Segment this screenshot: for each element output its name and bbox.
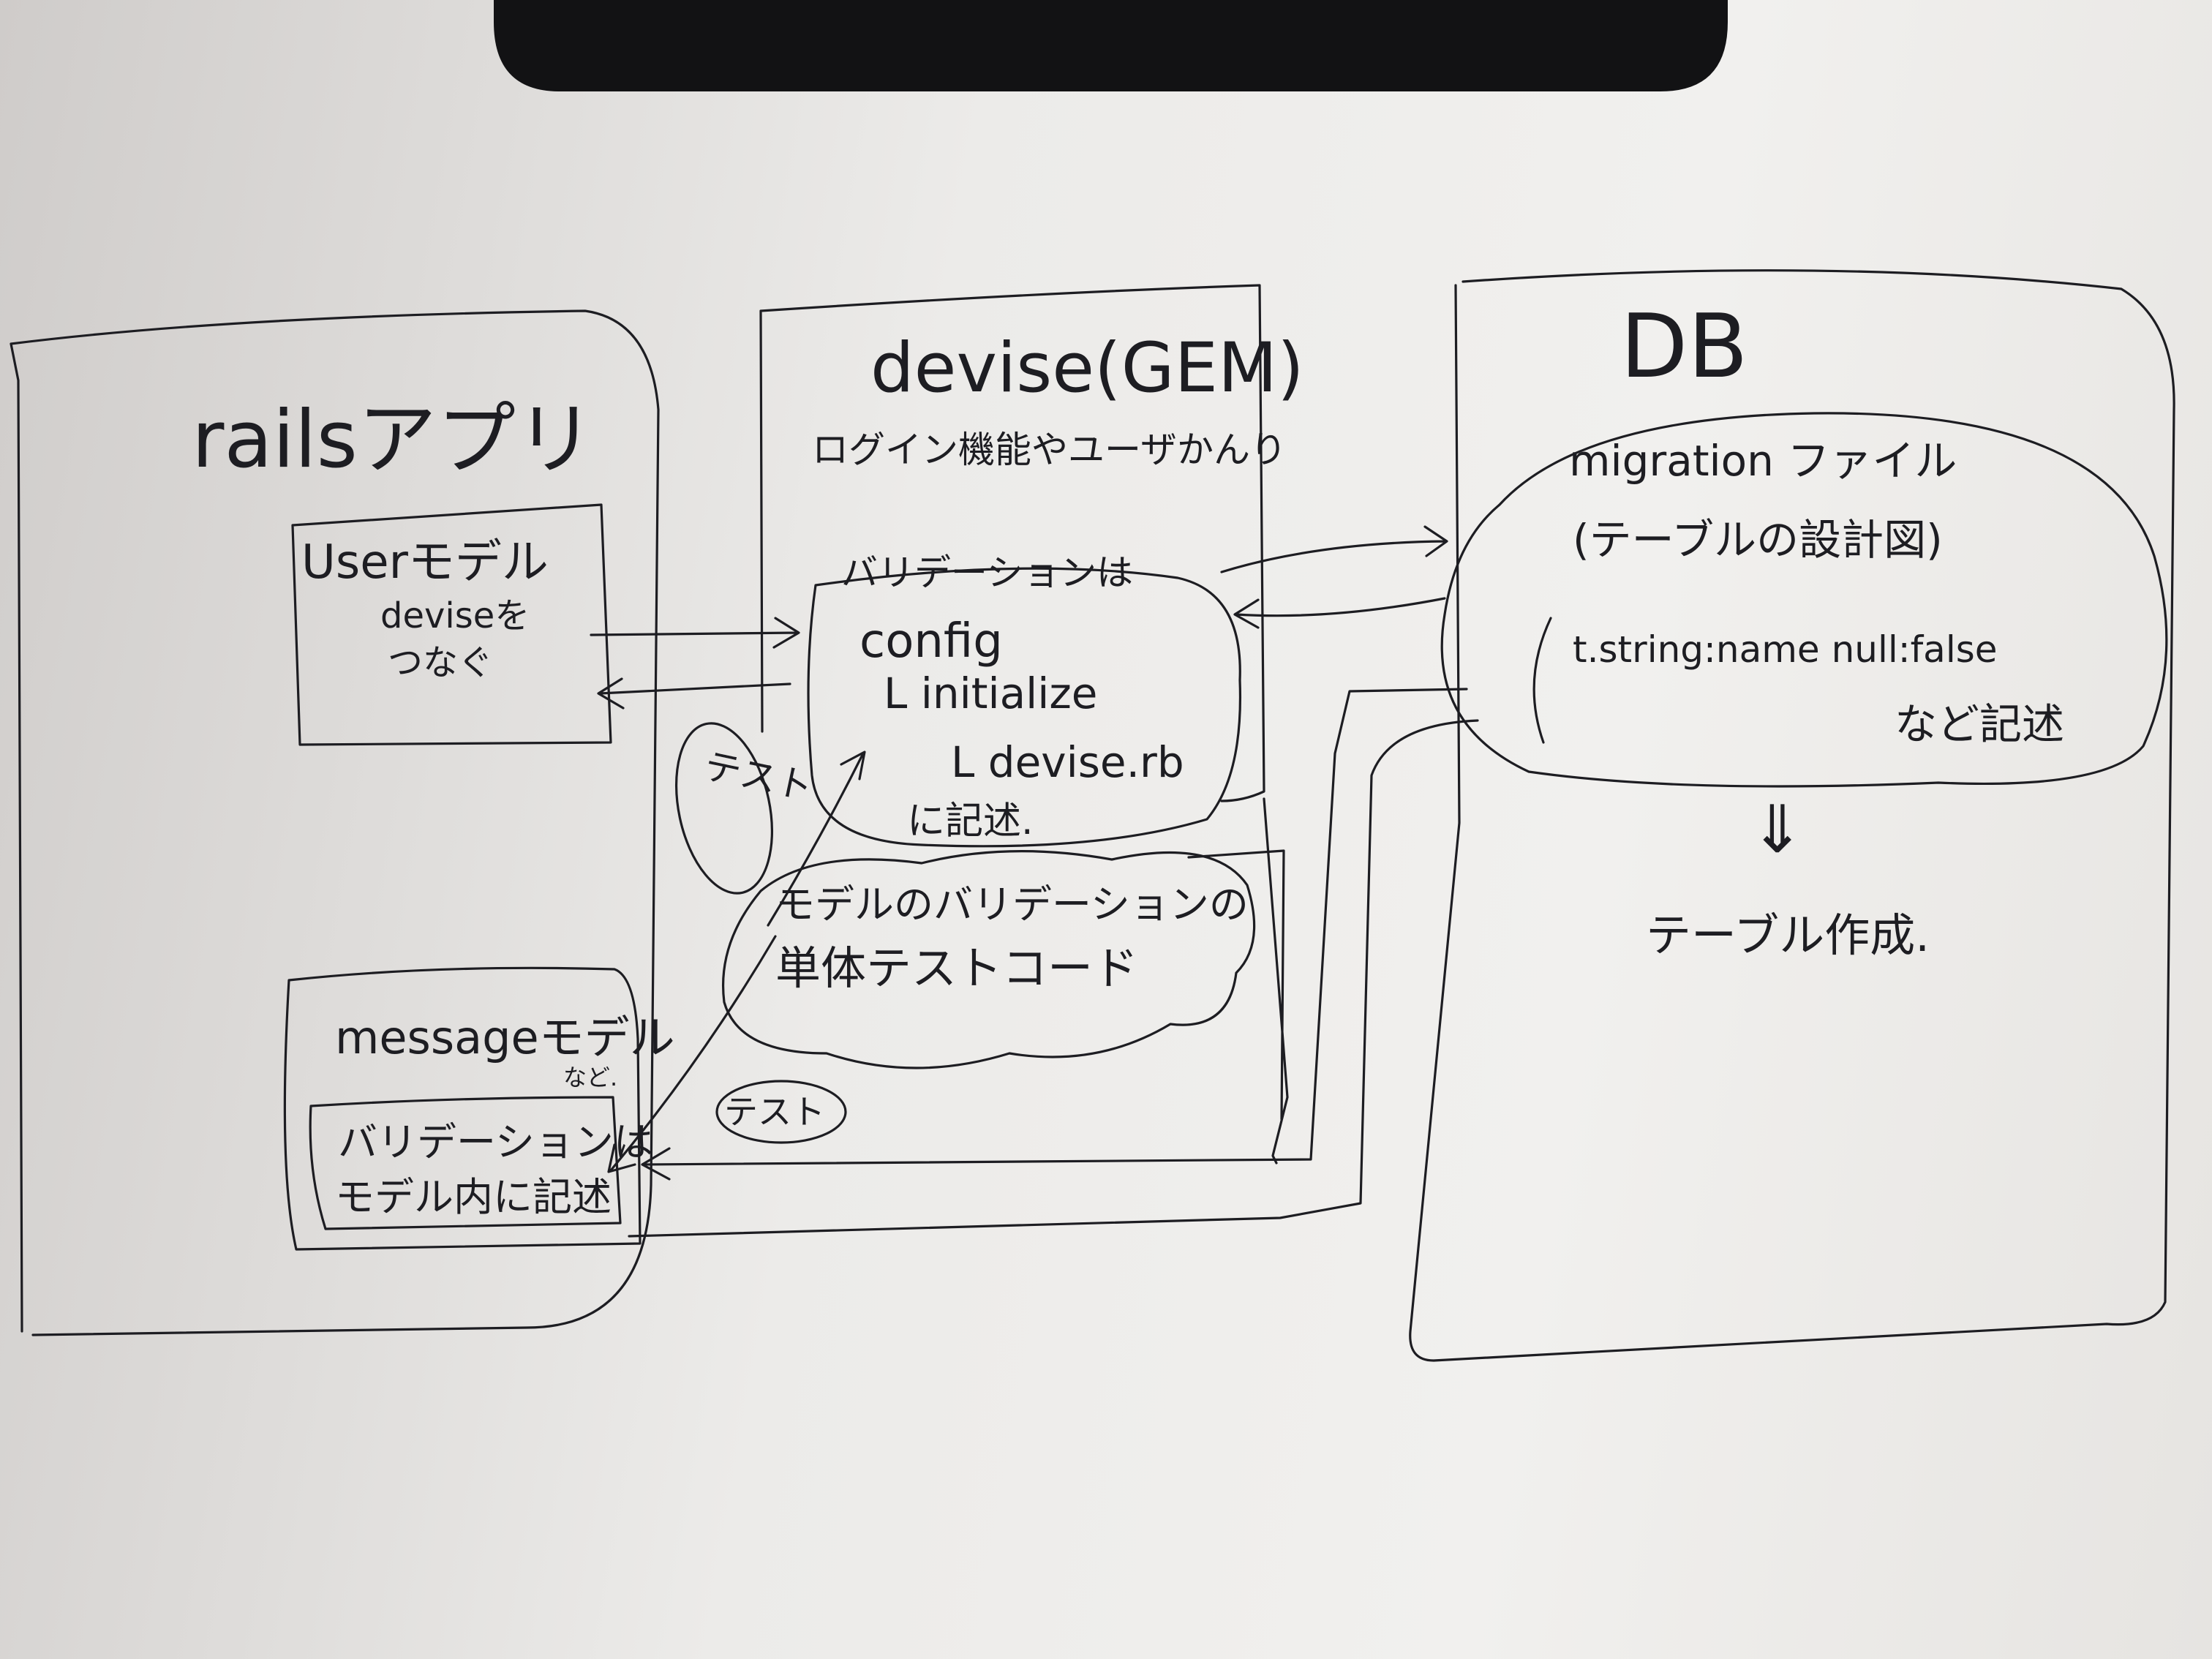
arrow-devise-to-migration [1220,525,1448,573]
migration-code-line: t.string:name null:false [1573,628,1998,671]
unit-test-cloud [721,850,1256,1069]
devise-path-child: L initialize [884,669,1098,718]
devise-validation-intro: バリデーションは [841,552,1133,594]
devise-path-root: config [859,614,1003,669]
arrow-migration-to-message [641,688,1468,1181]
arrow-message-to-migration [628,719,1479,1238]
test-label-upper: テスト [701,745,817,809]
db-title: DB [1620,296,1748,398]
user-model-title: Userモデル [301,535,549,590]
devise-config-cloud [807,567,1242,848]
arrow-user-to-devise [590,617,800,649]
message-model-box [283,966,642,1251]
monitor-bezel [494,0,1728,91]
message-validation-line2: モデル内に記述 [335,1174,612,1220]
table-create-result: テーブル作成. [1646,908,1930,962]
migration-title: migration ファイル [1569,436,1957,486]
user-model-note-line2: つなぐ [388,642,493,683]
migration-cloud [1440,412,2168,788]
devise-path-file: L devise.rb [951,737,1184,787]
test-label-oval-lower [715,1080,847,1144]
message-validation-box [309,1096,622,1230]
devise-box [759,284,1289,1165]
db-box [1409,269,2175,1362]
user-model-box [291,503,612,746]
devise-path-outro: に記述. [907,800,1034,843]
arrow-test-to-devise-config [767,750,866,927]
unit-test-line2: 単体テストコード [775,941,1138,995]
arrow-migration-to-devise [1233,597,1446,629]
message-validation-line1: バリデーションは [338,1119,653,1165]
arrow-devise-to-user [597,677,791,710]
table-create-arrow: ⇓ [1750,791,1805,868]
unit-test-line1: モデルのバリデーションの [775,881,1249,928]
message-model-title: messageモデル [335,1011,675,1064]
message-model-etc: など. [563,1064,617,1091]
rails-app-box [10,309,660,1336]
user-model-note-line1: deviseを [380,595,530,636]
devise-title: devise(GEM) [870,328,1304,408]
test-label-oval-upper [674,722,774,895]
arrow-test-to-message-validation [607,935,777,1173]
migration-subtitle: (テーブルの設計図) [1573,515,1943,565]
migration-code-suffix: など記述 [1895,699,2064,749]
devise-subtitle: ログイン機能やユーザかんり [812,429,1287,471]
test-label-lower: テスト [724,1092,825,1132]
code-open-paren [1532,617,1552,744]
rails-app-title: railsアプリ [192,394,595,486]
